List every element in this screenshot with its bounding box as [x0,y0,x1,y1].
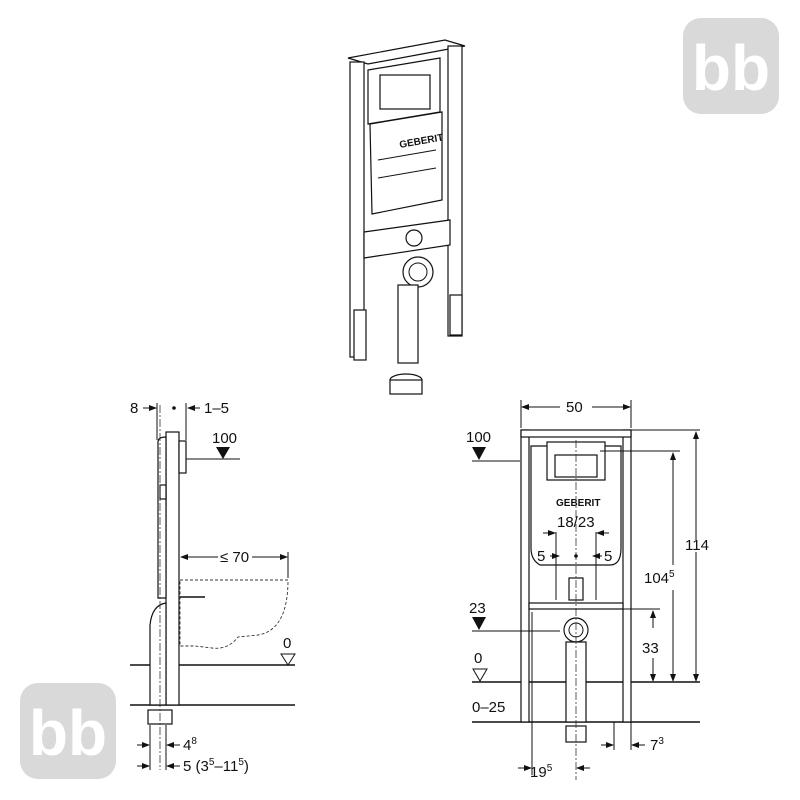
dim-8: 8 [130,400,138,417]
level-0-front: 0 [474,650,482,667]
logo-bottom-left: bb [20,683,116,779]
dim-4-8: 48 [183,736,197,754]
dim-floor-range: 0–25 [472,699,505,716]
level-0-side: 0 [283,635,291,652]
dim-5-range: 5 (35–115) [183,757,249,775]
dim-114: 114 [685,537,709,554]
dim-33: 33 [642,640,659,657]
dim-right-5: 5 [604,548,612,565]
isometric-frame-view: GEBERIT [347,39,466,395]
dim-projection: ≤ 70 [220,549,249,566]
logo-top-right: bb [683,18,779,114]
geberit-label-front: GEBERIT [556,498,600,509]
dim-104-5: 1045 [644,569,675,587]
side-view: 8 1–5 100 ≤ 70 0 48 5 (35–115) [130,400,296,775]
dim-7-3: 73 [650,736,664,754]
front-view: GEBERIT 50 100 114 1045 18/23 5 5 [466,399,709,781]
svg-text:bb: bb [692,32,770,104]
dim-left-5: 5 [537,548,545,565]
dim-width-50: 50 [566,399,583,416]
dim-flush-plate: 18/23 [557,514,595,531]
level-23: 23 [469,600,486,617]
level-100-front: 100 [466,429,491,446]
dim-1-5: 1–5 [204,400,229,417]
svg-text:bb: bb [29,697,107,769]
dim-19-5: 195 [530,763,553,781]
level-100: 100 [212,430,237,447]
